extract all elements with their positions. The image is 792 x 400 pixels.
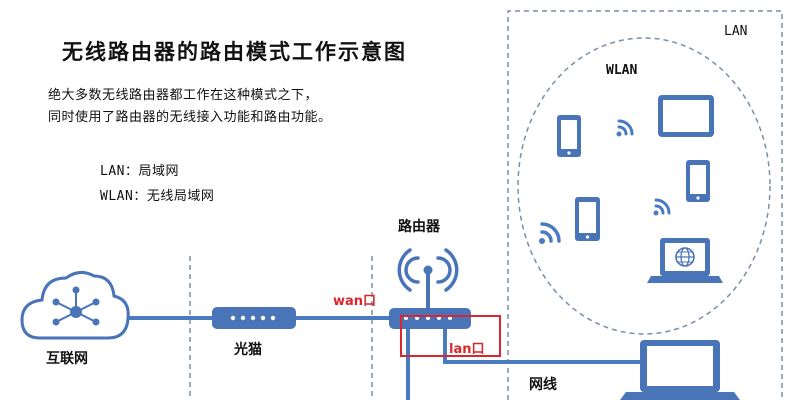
legend-term: WLAN	[100, 189, 134, 204]
laptop-icon	[647, 238, 723, 283]
smartphone-icon	[575, 197, 600, 241]
tablet-icon	[658, 95, 714, 137]
lan-zone-label: LAN	[724, 24, 748, 39]
internet-label: 互联网	[46, 351, 88, 367]
wan-port-label: wan口	[333, 294, 377, 309]
wlan-zone-label: WLAN	[606, 63, 638, 78]
legend-separator: ：	[124, 164, 139, 179]
router-icon	[389, 248, 471, 329]
wifi-signal-icon	[539, 222, 561, 244]
globe-icon	[675, 247, 695, 267]
legend-term: LAN	[100, 164, 125, 179]
lan-port-label: lan口	[449, 342, 485, 357]
modem-icon	[212, 307, 296, 329]
wlan-zone-border	[517, 37, 771, 335]
wifi-signal-icon	[653, 198, 671, 216]
router-label: 路由器	[398, 219, 440, 235]
legend-item-wlan: WLAN：无线局域网	[100, 185, 214, 204]
smartphone-icon	[557, 115, 581, 157]
ethernet-cable-label: 网线	[529, 377, 557, 393]
laptop-icon	[620, 340, 740, 400]
smartphone-icon	[686, 160, 710, 202]
cloud-network-icon	[20, 271, 130, 340]
modem-label: 光猫	[234, 342, 262, 358]
legend-meaning: 无线局域网	[146, 189, 215, 204]
legend-item-lan: LAN：局域网	[100, 160, 179, 179]
legend-separator: ：	[133, 189, 147, 204]
description-line-2: 同时使用了路由器的无线接入功能和路由功能。	[48, 110, 332, 125]
legend-meaning: 局域网	[138, 164, 180, 179]
cable-router-laptop	[443, 328, 640, 364]
lan-port-highlight	[400, 315, 501, 357]
wifi-signal-icon	[616, 119, 634, 137]
description-line-1: 绝大多数无线路由器都工作在这种模式之下，	[48, 88, 319, 103]
lan-zone-border	[507, 10, 783, 400]
diagram-title: 无线路由器的路由模式工作示意图	[62, 40, 407, 64]
